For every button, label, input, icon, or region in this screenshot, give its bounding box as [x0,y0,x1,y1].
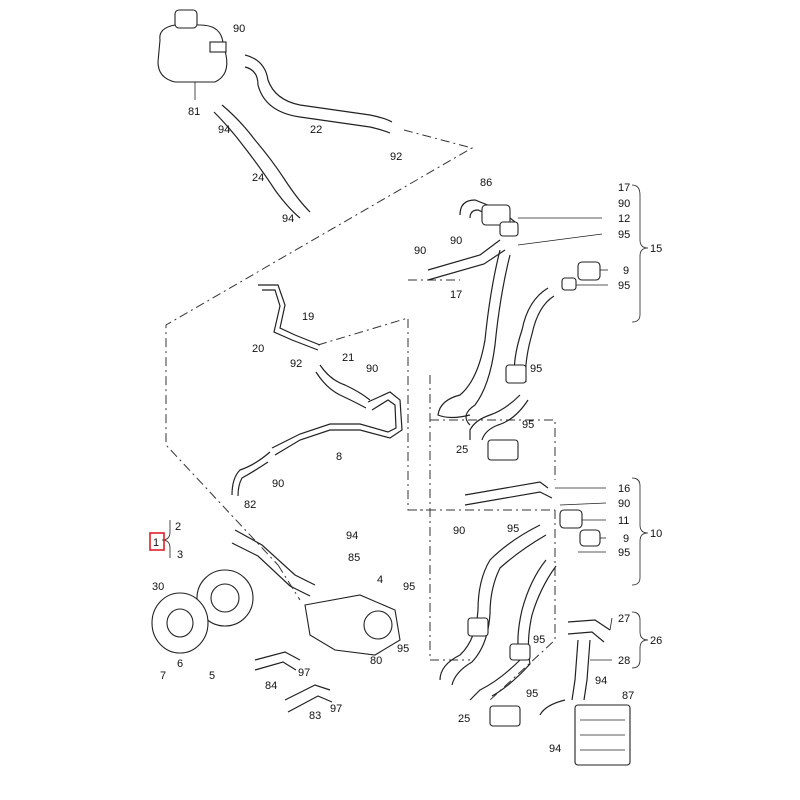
callout: 97 [330,703,342,715]
callout: 95 [403,581,415,593]
group-15-item: 17 [618,182,630,194]
group-10-item: 11 [618,515,629,527]
group-15-list: 17 90 12 95 9 95 15 [618,182,662,292]
callout: 20 [252,343,264,355]
callout: 7 [160,670,166,682]
callout: 17 [450,289,462,301]
callout: 94 [346,530,358,542]
expansion-tank [157,9,228,100]
group-26-item: 27 [618,613,630,625]
hose-82 [231,451,271,497]
callout: 6 [177,658,183,670]
group-10-label: 10 [650,528,662,540]
bracket-15 [631,184,649,323]
group-26-label: 26 [650,635,662,647]
pipe-19 [258,284,321,351]
callout: 94 [218,124,230,136]
callout: 2 [175,521,181,533]
callout: 8 [336,451,342,463]
group-10-item: 95 [618,547,630,559]
callout: 94 [282,213,294,225]
callout: 21 [342,352,354,364]
group-10-item: 16 [618,483,630,495]
callout: 1 [153,537,159,549]
callout: 30 [152,581,164,593]
group-15-label: 15 [650,243,662,255]
callout: 5 [209,670,215,682]
callout: 95 [526,688,538,700]
bracket-10 [631,477,649,586]
pipe-8 [271,391,403,456]
callout: 83 [309,710,321,722]
group-10-item: 90 [618,498,630,510]
water-pump-assembly [231,529,401,656]
callout: 95 [530,363,542,375]
callout: 95 [533,634,545,646]
hose-21 [315,364,371,409]
group-15-item: 90 [618,198,630,210]
highlight-box [149,532,165,551]
callout: 95 [507,523,519,535]
callout: 4 [377,574,383,586]
callout: 94 [595,675,607,687]
callout: 80 [370,655,382,667]
callout: 86 [480,177,492,189]
callout: 94 [549,743,561,755]
callout: 81 [188,106,200,118]
callout: 97 [298,667,310,679]
callout: 25 [458,713,470,725]
callout: 82 [244,499,256,511]
callout: 92 [390,151,402,163]
group-15-item: 95 [618,280,630,292]
callout-labels: 81 90 94 22 92 24 94 86 90 90 17 19 20 9… [152,23,634,755]
group-leaders [517,217,613,661]
group-10-list: 16 90 11 9 95 10 [618,483,662,559]
hose-86 [459,199,516,231]
callout: 95 [397,643,409,655]
group-15-item: 12 [618,213,630,225]
callout: 24 [252,172,264,184]
routing-dashed-lines [165,129,556,701]
connectors [467,204,631,766]
callout: 25 [456,444,468,456]
callout: 90 [233,23,245,35]
hose-lower-right [469,559,557,701]
hose-83 [284,684,333,713]
hose-17 [427,239,511,426]
group-26-item: 28 [618,655,630,667]
callout: 85 [348,552,360,564]
callout: 95 [522,419,534,431]
callout: 90 [453,525,465,537]
callout: 90 [272,478,284,490]
group-10-item: 9 [623,533,629,545]
pulley-4 [196,569,254,627]
callout: 3 [177,549,183,561]
group-15-item: 9 [623,265,629,277]
callout: 87 [622,690,634,702]
hose-26 [539,619,611,716]
callout: 90 [366,363,378,375]
callout: 90 [450,235,462,247]
pulley-6 [151,592,209,654]
hose-22 [244,54,393,134]
hose-84 [254,651,301,671]
hose-16 [439,481,553,686]
callout: 22 [310,124,322,136]
group-26-list: 27 28 26 [618,613,662,667]
hose-24 [213,104,311,219]
callout: 92 [290,358,302,370]
callout: 90 [414,245,426,257]
callout: 84 [265,680,277,692]
callout: 19 [302,311,314,323]
group-15-item: 95 [618,229,630,241]
bracket-1 [161,520,171,558]
bracket-26 [631,611,649,669]
